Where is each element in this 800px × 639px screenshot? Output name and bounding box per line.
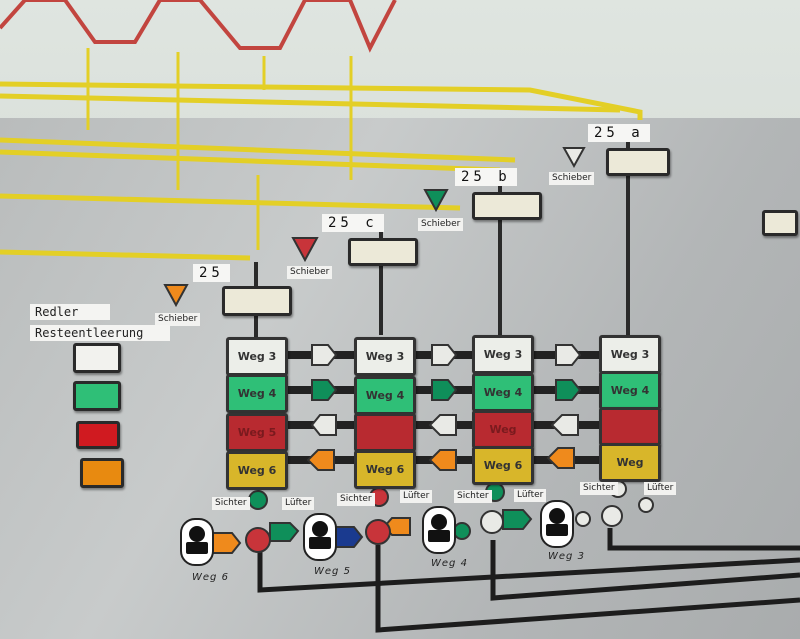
- rail-valves: [306, 344, 582, 471]
- luefter-label-1: Lüfter: [282, 497, 315, 510]
- sichter-label-2: Sichter: [337, 493, 375, 506]
- schieber-switch-a[interactable]: [606, 148, 670, 176]
- schieber-switch-c[interactable]: [348, 238, 418, 266]
- section-label-25: 25: [193, 264, 230, 282]
- schieber-switch-base[interactable]: [222, 286, 292, 316]
- blower-symbol-3: [422, 506, 456, 554]
- col1-weg4-button[interactable]: Weg 4: [226, 374, 288, 413]
- col2-weg5-button[interactable]: [354, 413, 416, 452]
- indicator-red[interactable]: [76, 421, 120, 449]
- schieber-switch-b[interactable]: [472, 192, 542, 220]
- rails: [285, 351, 600, 464]
- legend-redler: Redler: [30, 304, 110, 320]
- bottom-weg-label-1: Weg 6: [192, 572, 229, 583]
- legend-resteentleerung: Resteentleerung: [30, 325, 170, 341]
- bottom-weg-label-3: Weg 4: [431, 558, 468, 569]
- schieber-label-b: Schieber: [418, 218, 464, 231]
- bottom-weg-label-2: Weg 5: [314, 566, 351, 577]
- col1-weg3-button[interactable]: Weg 3: [226, 337, 288, 376]
- blower-symbol-2: [303, 513, 337, 561]
- indicator-green[interactable]: [73, 381, 121, 411]
- feed-lines: [86, 48, 353, 250]
- col3-weg6-button[interactable]: Weg 6: [472, 446, 534, 485]
- section-label-25c: 25 c: [322, 214, 384, 232]
- sichter-label-3: Sichter: [454, 490, 492, 503]
- col4-weg4-button[interactable]: Weg 4: [599, 371, 661, 410]
- section-label-25b: 25 b: [455, 168, 517, 186]
- sichter-label-1: Sichter: [212, 497, 250, 510]
- col1-weg5-button[interactable]: Weg 5: [226, 413, 288, 452]
- schieber-switch-extra[interactable]: [762, 210, 798, 236]
- col2-weg4-button[interactable]: Weg 4: [354, 376, 416, 415]
- schieber-label-a: Schieber: [549, 172, 595, 185]
- col4-weg5-button[interactable]: [599, 407, 661, 446]
- hopper-outline: [0, 0, 397, 53]
- col1-weg6-button[interactable]: Weg 6: [226, 451, 288, 490]
- col3-weg4-button[interactable]: Weg 4: [472, 373, 534, 412]
- schieber-label-c: Schieber: [287, 266, 333, 279]
- conveyor-lines: [0, 81, 643, 261]
- indicator-white[interactable]: [73, 343, 121, 373]
- col3-weg3-button[interactable]: Weg 3: [472, 335, 534, 374]
- schieber-triangles: [163, 147, 586, 308]
- col3-weg5-button[interactable]: Weg: [472, 410, 534, 449]
- col4-weg6-button[interactable]: Weg: [599, 443, 661, 482]
- schieber-label-base: Schieber: [155, 313, 201, 326]
- col2-weg3-button[interactable]: Weg 3: [354, 337, 416, 376]
- sichter-label-4: Sichter: [580, 482, 618, 495]
- luefter-label-2: Lüfter: [400, 490, 433, 503]
- col2-weg6-button[interactable]: Weg 6: [354, 450, 416, 489]
- blower-symbol-1: [180, 518, 214, 566]
- indicator-orange[interactable]: [80, 458, 124, 488]
- section-label-25a: 25 a: [588, 124, 650, 142]
- blower-symbol-4: [540, 500, 574, 548]
- bottom-weg-label-4: Weg 3: [548, 551, 585, 562]
- pipe-lines: [257, 528, 800, 633]
- luefter-label-3: Lüfter: [514, 489, 547, 502]
- col4-weg3-button[interactable]: Weg 3: [599, 335, 661, 374]
- luefter-label-4: Lüfter: [644, 482, 677, 495]
